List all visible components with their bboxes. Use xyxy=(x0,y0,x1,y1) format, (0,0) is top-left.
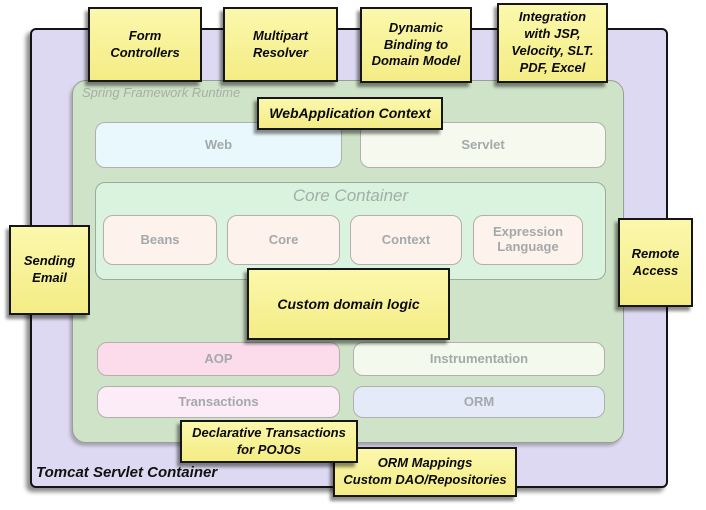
module-transactions: Transactions xyxy=(97,386,340,418)
note-integration-views: Integration with JSP, Velocity, SLT. PDF… xyxy=(497,3,608,83)
module-instrumentation: Instrumentation xyxy=(353,342,605,376)
module-aop: AOP xyxy=(97,342,340,376)
note-webapplication-context: WebApplication Context xyxy=(257,97,443,130)
module-beans: Beans xyxy=(103,215,217,265)
note-remote-access: Remote Access xyxy=(618,218,693,307)
core-container-label: Core Container xyxy=(292,186,409,205)
note-dynamic-binding: Dynamic Binding to Domain Model xyxy=(360,7,472,83)
module-context: Context xyxy=(350,215,462,265)
module-core: Core xyxy=(227,215,340,265)
note-multipart-resolver: Multipart Resolver xyxy=(223,7,338,82)
module-expression-language: Expression Language xyxy=(473,215,583,265)
spring-runtime-label: Spring Framework Runtime xyxy=(82,85,241,100)
note-declarative-transactions: Declarative Transactions for POJOs xyxy=(180,420,358,463)
note-custom-domain-logic: Custom domain logic xyxy=(247,268,450,340)
note-orm-mappings: ORM Mappings Custom DAO/Repositories xyxy=(333,447,517,497)
note-form-controllers: Form Controllers xyxy=(88,7,202,82)
tomcat-container-label: Tomcat Servlet Container xyxy=(36,464,218,481)
module-orm: ORM xyxy=(353,386,605,418)
note-sending-email: Sending Email xyxy=(9,225,90,315)
module-web: Web xyxy=(95,122,342,168)
